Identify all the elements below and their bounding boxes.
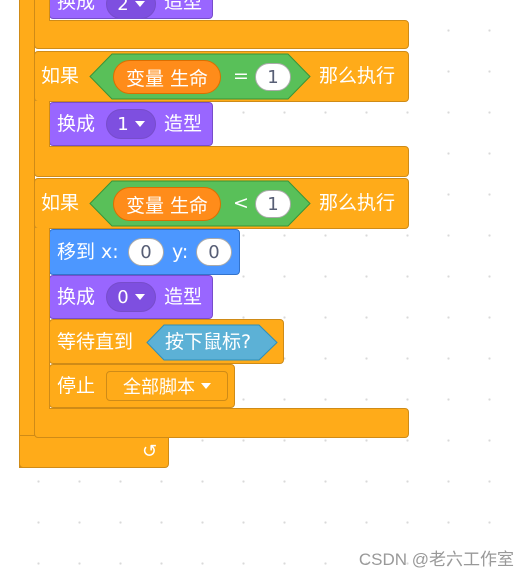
chevron-down-icon <box>134 121 145 127</box>
chevron-down-icon <box>201 383 211 389</box>
stop-block[interactable]: 停止 全部脚本 <box>49 364 235 408</box>
variable-name: 变量 生命 <box>125 194 209 217</box>
mouse-down-hex[interactable] <box>146 324 278 361</box>
operator-symbol: = <box>233 65 249 87</box>
variable-name: 变量 生命 <box>125 67 209 90</box>
costume-value: 1 <box>117 113 129 135</box>
if-block-bottom-arm[interactable] <box>34 20 409 49</box>
wait-until-label: 等待直到 <box>57 331 134 353</box>
stop-option-dropdown[interactable]: 全部脚本 <box>106 371 228 401</box>
if-block-bottom-arm[interactable] <box>34 146 409 177</box>
stop-option-value: 全部脚本 <box>123 377 195 398</box>
value-input[interactable]: 1 <box>255 63 291 91</box>
switch-costume-block-2[interactable]: 换成 0 造型 <box>49 275 213 319</box>
x-value: 0 <box>140 241 152 263</box>
x-input[interactable]: 0 <box>128 238 164 266</box>
loop-arrow-icon: ↺ <box>142 441 158 462</box>
if-block-spine <box>34 0 50 21</box>
if-block-header[interactable]: 如果 变量 生命 = 1 那么执行 <box>34 51 409 102</box>
switch-costume-block-1[interactable]: 换成 1 造型 <box>49 102 213 146</box>
then-label: 那么执行 <box>319 65 396 87</box>
switch-costume-label: 换成 <box>57 286 96 308</box>
costume-label: 造型 <box>164 113 203 135</box>
costume-value: 2 <box>117 0 129 15</box>
then-label: 那么执行 <box>319 192 396 214</box>
chevron-down-icon <box>134 294 145 300</box>
if-label: 如果 <box>41 192 80 214</box>
stop-label: 停止 <box>57 375 96 397</box>
switch-costume-label: 换成 <box>57 0 96 13</box>
costume-dropdown[interactable]: 1 <box>106 109 156 139</box>
goto-label: 移到 x: <box>57 241 119 263</box>
if-block-spine <box>34 101 50 147</box>
mouse-down-label: 按下鼠标? <box>165 331 252 353</box>
variable-reporter[interactable]: 变量 生命 <box>113 60 221 94</box>
variable-reporter[interactable]: 变量 生命 <box>113 187 221 221</box>
y-value: 0 <box>208 241 220 263</box>
costume-label: 造型 <box>164 286 203 308</box>
if-block-header[interactable]: 如果 变量 生命 < 1 那么执行 <box>34 178 409 229</box>
value-text: 1 <box>267 193 279 215</box>
chevron-down-icon <box>134 1 145 7</box>
value-text: 1 <box>267 66 279 88</box>
if-block-bottom-arm[interactable] <box>34 408 409 438</box>
costume-label: 造型 <box>164 0 203 13</box>
costume-dropdown[interactable]: 0 <box>106 282 156 312</box>
if-block-spine <box>34 228 50 409</box>
switch-costume-block-top[interactable]: 换成 2 造型 <box>49 0 213 19</box>
value-input[interactable]: 1 <box>255 190 291 218</box>
watermark: CSDN @老六工作室 <box>358 550 514 569</box>
switch-costume-label: 换成 <box>57 113 96 135</box>
operator-symbol: < <box>233 192 249 214</box>
goto-xy-block[interactable]: 移到 x: 0 y: 0 <box>49 229 240 275</box>
costume-value: 0 <box>117 286 129 308</box>
costume-dropdown[interactable]: 2 <box>106 0 156 19</box>
y-input[interactable]: 0 <box>196 238 232 266</box>
if-label: 如果 <box>41 65 80 87</box>
loop-block-spine[interactable] <box>19 0 35 468</box>
wait-until-block[interactable]: 等待直到 按下鼠标? <box>49 319 284 364</box>
y-label: y: <box>172 241 189 263</box>
